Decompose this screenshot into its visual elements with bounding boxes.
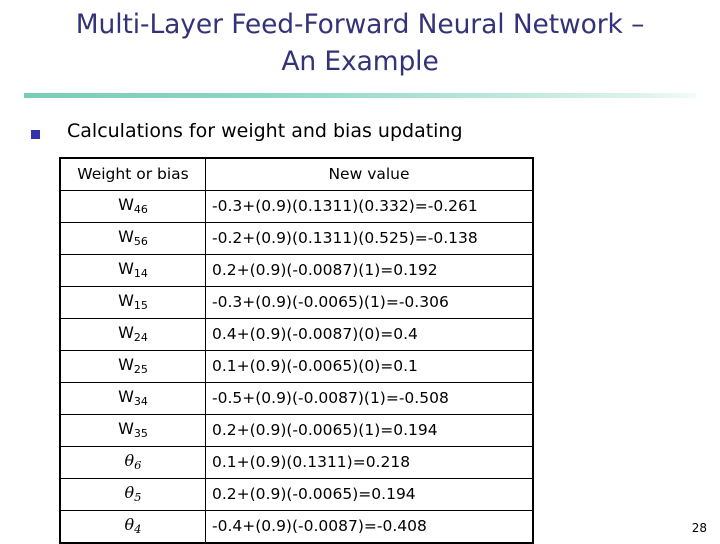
cell-symbol: W46 [59,190,206,223]
table-row: W35 0.2+(0.9)(-0.0065)(1)=0.194 [59,414,534,447]
symbol-label: W15 [118,291,148,313]
symbol-subscript: 6 [134,458,142,473]
new-value-text: 0.2+(0.9)(-0.0065)=0.194 [212,485,416,503]
cell-new-value: -0.3+(0.9)(0.1311)(0.332)=-0.261 [205,190,534,223]
cell-symbol: W56 [59,222,206,255]
table-row: θ5 0.2+(0.9)(-0.0065)=0.194 [59,478,534,511]
cell-symbol: W35 [59,414,206,447]
title-divider-rule [24,93,696,98]
page-number: 28 [691,521,707,535]
column-header-weight-or-bias: Weight or bias [59,157,206,191]
cell-new-value: 0.1+(0.9)(0.1311)=0.218 [205,446,534,479]
symbol-label: W34 [118,387,148,409]
page-title: Multi-Layer Feed-Forward Neural Network … [75,9,645,77]
new-value-text: 0.1+(0.9)(0.1311)=0.218 [212,453,411,471]
cell-symbol: W14 [59,254,206,287]
cell-new-value: -0.4+(0.9)(-0.0087)=-0.408 [205,510,534,544]
symbol-subscript: 24 [133,331,148,345]
cell-new-value: -0.5+(0.9)(-0.0087)(1)=-0.508 [205,382,534,415]
symbol-subscript: 56 [133,235,148,249]
new-value-text: -0.3+(0.9)(-0.0065)(1)=-0.306 [212,293,449,311]
symbol-label: W56 [118,227,148,249]
table-row: W56 -0.2+(0.9)(0.1311)(0.525)=-0.138 [59,222,534,255]
cell-new-value: 0.2+(0.9)(-0.0065)(1)=0.194 [205,414,534,447]
cell-symbol: W24 [59,318,206,351]
symbol-label: θ5 [124,483,142,505]
cell-new-value: -0.3+(0.9)(-0.0065)(1)=-0.306 [205,286,534,319]
new-value-text: 0.4+(0.9)(-0.0087)(0)=0.4 [212,325,418,343]
cell-symbol: W34 [59,382,206,415]
symbol-label: W24 [118,323,148,345]
new-value-text: -0.2+(0.9)(0.1311)(0.525)=-0.138 [212,229,478,247]
symbol-subscript: 15 [133,299,148,313]
bullet-square-icon [31,130,40,139]
cell-new-value: 0.4+(0.9)(-0.0087)(0)=0.4 [205,318,534,351]
symbol-label: W46 [118,195,148,217]
table-row: W15 -0.3+(0.9)(-0.0065)(1)=-0.306 [59,286,534,319]
symbol-label: W35 [118,419,148,441]
new-value-text: 0.2+(0.9)(-0.0065)(1)=0.194 [212,421,438,439]
bullet-item-label: Calculations for weight and bias updatin… [67,120,463,142]
symbol-label: θ4 [124,515,142,537]
table-row: W14 0.2+(0.9)(-0.0087)(1)=0.192 [59,254,534,287]
cell-new-value: 0.2+(0.9)(-0.0087)(1)=0.192 [205,254,534,287]
cell-symbol: θ4 [59,510,206,544]
table-row: θ6 0.1+(0.9)(0.1311)=0.218 [59,446,534,479]
symbol-label: W25 [118,355,148,377]
new-value-text: -0.4+(0.9)(-0.0087)=-0.408 [212,517,427,535]
cell-symbol: W15 [59,286,206,319]
cell-symbol: W25 [59,350,206,383]
symbol-subscript: 14 [133,267,148,281]
symbol-subscript: 35 [133,427,148,441]
new-value-text: -0.3+(0.9)(0.1311)(0.332)=-0.261 [212,197,478,215]
symbol-subscript: 46 [133,203,148,217]
new-value-text: 0.2+(0.9)(-0.0087)(1)=0.192 [212,261,438,279]
table-row: W24 0.4+(0.9)(-0.0087)(0)=0.4 [59,318,534,351]
table-row: W46 -0.3+(0.9)(0.1311)(0.332)=-0.261 [59,190,534,223]
table-row: W34 -0.5+(0.9)(-0.0087)(1)=-0.508 [59,382,534,415]
symbol-label: W14 [118,259,148,281]
table-row: W25 0.1+(0.9)(-0.0065)(0)=0.1 [59,350,534,383]
table-row: θ4 -0.4+(0.9)(-0.0087)=-0.408 [59,510,534,544]
symbol-subscript: 4 [134,522,142,537]
symbol-subscript: 34 [133,395,148,409]
new-value-text: 0.1+(0.9)(-0.0065)(0)=0.1 [212,357,418,375]
new-value-text: -0.5+(0.9)(-0.0087)(1)=-0.508 [212,389,449,407]
cell-new-value: 0.2+(0.9)(-0.0065)=0.194 [205,478,534,511]
symbol-subscript: 25 [133,363,148,377]
column-header-new-value: New value [205,157,534,191]
cell-new-value: -0.2+(0.9)(0.1311)(0.525)=-0.138 [205,222,534,255]
bullet-list-item: Calculations for weight and bias updatin… [31,119,671,145]
cell-new-value: 0.1+(0.9)(-0.0065)(0)=0.1 [205,350,534,383]
symbol-label: θ6 [124,451,142,473]
cell-symbol: θ6 [59,446,206,479]
table-header: Weight or bias New value [59,157,534,191]
cell-symbol: θ5 [59,478,206,511]
calculations-table: Weight or bias New value W46 -0.3+(0.9)(0… [59,157,534,544]
table-header-row: Weight or bias New value [59,157,534,191]
symbol-subscript: 5 [134,490,142,505]
